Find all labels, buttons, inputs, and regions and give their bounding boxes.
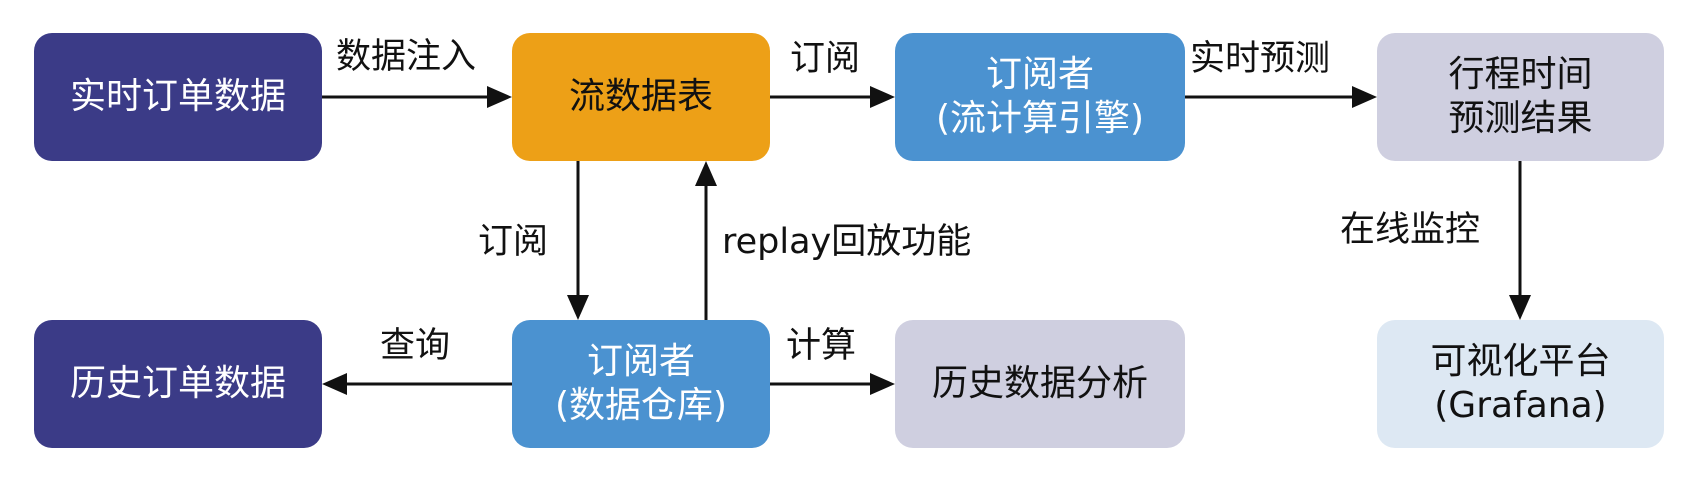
node-label: 流数据表 (568, 76, 713, 117)
arrowhead-realtime-predict (1352, 86, 1377, 108)
edge-label-replay: replay回放功能 (722, 222, 972, 262)
node-stream-table: 流数据表 (512, 33, 770, 161)
node-label-line-2: (Grafana) (1434, 385, 1607, 426)
edge-label-subscribe-top: 订阅 (790, 39, 861, 79)
arrowhead-query (322, 373, 347, 395)
edge-label-realtime-predict: 实时预测 (1190, 39, 1331, 79)
node-label-line-2: (数据仓库) (554, 385, 728, 426)
node-realtime-orders: 实时订单数据 (34, 33, 322, 161)
edge-label-inject: 数据注入 (336, 37, 477, 77)
node-label-line-2: 预测结果 (1448, 98, 1593, 139)
node-warehouse-subscriber: 订阅者 (数据仓库) (512, 320, 770, 448)
node-label-line-1: 订阅者 (985, 54, 1094, 95)
node-label-line-2: (流计算引擎) (935, 98, 1145, 139)
arrowhead-compute (870, 373, 895, 395)
node-history-orders: 历史订单数据 (34, 320, 322, 448)
edge-label-query: 查询 (380, 326, 451, 366)
node-visualization: 可视化平台 (Grafana) (1377, 320, 1664, 448)
node-label-line-1: 订阅者 (586, 341, 695, 382)
arrowhead-inject (487, 86, 512, 108)
node-label-line-1: 可视化平台 (1430, 341, 1611, 382)
node-label-line-1: 行程时间 (1448, 54, 1593, 95)
arrowhead-replay (695, 161, 717, 186)
node-label: 历史数据分析 (931, 363, 1148, 404)
edge-label-compute: 计算 (786, 326, 857, 366)
edge-label-monitor: 在线监控 (1340, 210, 1481, 250)
node-stream-subscriber: 订阅者 (流计算引擎) (895, 33, 1185, 161)
arrowhead-subscribe-top (870, 86, 895, 108)
node-history-analysis: 历史数据分析 (895, 320, 1185, 448)
edge-label-subscribe-down: 订阅 (478, 222, 549, 262)
node-label: 历史订单数据 (69, 363, 286, 404)
arrowhead-subscribe-down (567, 295, 589, 320)
node-prediction-result: 行程时间 预测结果 (1377, 33, 1664, 161)
arrowhead-monitor (1509, 295, 1531, 320)
node-label: 实时订单数据 (69, 76, 286, 117)
